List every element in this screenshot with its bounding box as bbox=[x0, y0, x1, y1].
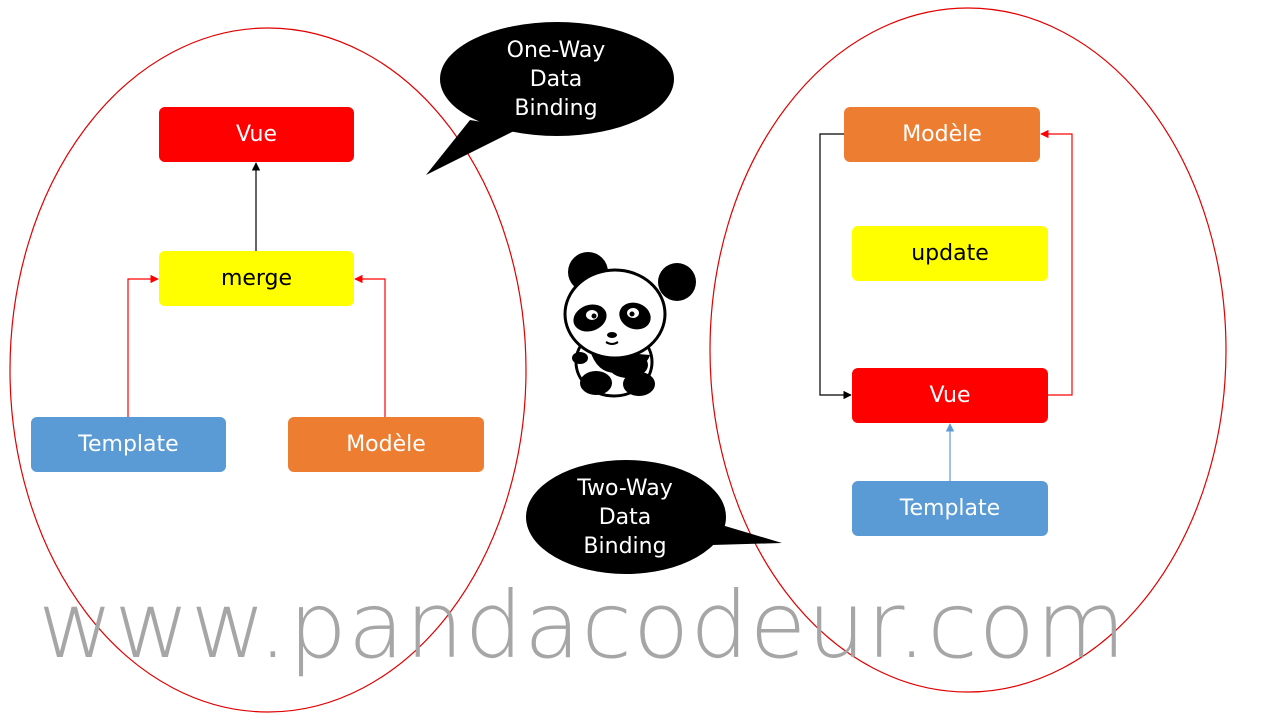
two-way-bubble bbox=[526, 460, 782, 574]
one-way-bubble-text: One-Way Data Binding bbox=[456, 36, 656, 123]
one-way-line: Binding bbox=[514, 96, 598, 121]
left-template-label: Template bbox=[78, 432, 179, 457]
right-ellipse bbox=[709, 7, 1227, 693]
left-template-box: Template bbox=[31, 417, 226, 472]
right-update-label: update bbox=[911, 241, 989, 266]
modele-to-merge-arrow bbox=[354, 274, 386, 417]
left-ellipse bbox=[9, 27, 527, 713]
right-vue-box: Vue bbox=[852, 368, 1048, 423]
two-way-line: Data bbox=[598, 505, 652, 530]
two-way-line: Two-Way bbox=[577, 476, 673, 501]
one-way-line: One-Way bbox=[506, 38, 606, 63]
vue-to-modele-arrow bbox=[1040, 129, 1073, 396]
right-modele-box: Modèle bbox=[844, 107, 1040, 162]
two-way-line: Binding bbox=[583, 534, 667, 559]
watermark-text: www.pandacodeur.com bbox=[38, 572, 1127, 679]
panda-icon bbox=[563, 252, 696, 398]
two-way-bubble-text: Two-Way Data Binding bbox=[525, 474, 725, 561]
right-vue-label: Vue bbox=[929, 383, 971, 408]
one-way-line: Data bbox=[529, 67, 583, 92]
one-way-bubble bbox=[426, 22, 674, 175]
left-vue-label: Vue bbox=[235, 122, 278, 147]
left-modele-label: Modèle bbox=[346, 432, 426, 457]
template-to-merge-arrow bbox=[127, 274, 159, 417]
left-modele-box: Modèle bbox=[288, 417, 484, 472]
right-modele-label: Modèle bbox=[902, 122, 982, 147]
right-template-label: Template bbox=[899, 496, 1001, 521]
modele-to-vue-arrow bbox=[819, 133, 852, 400]
left-vue-box: Vue bbox=[159, 107, 354, 162]
right-template-box: Template bbox=[852, 481, 1048, 536]
right-update-box: update bbox=[852, 226, 1048, 281]
left-merge-label: merge bbox=[220, 266, 293, 291]
left-merge-box: merge bbox=[159, 251, 354, 306]
